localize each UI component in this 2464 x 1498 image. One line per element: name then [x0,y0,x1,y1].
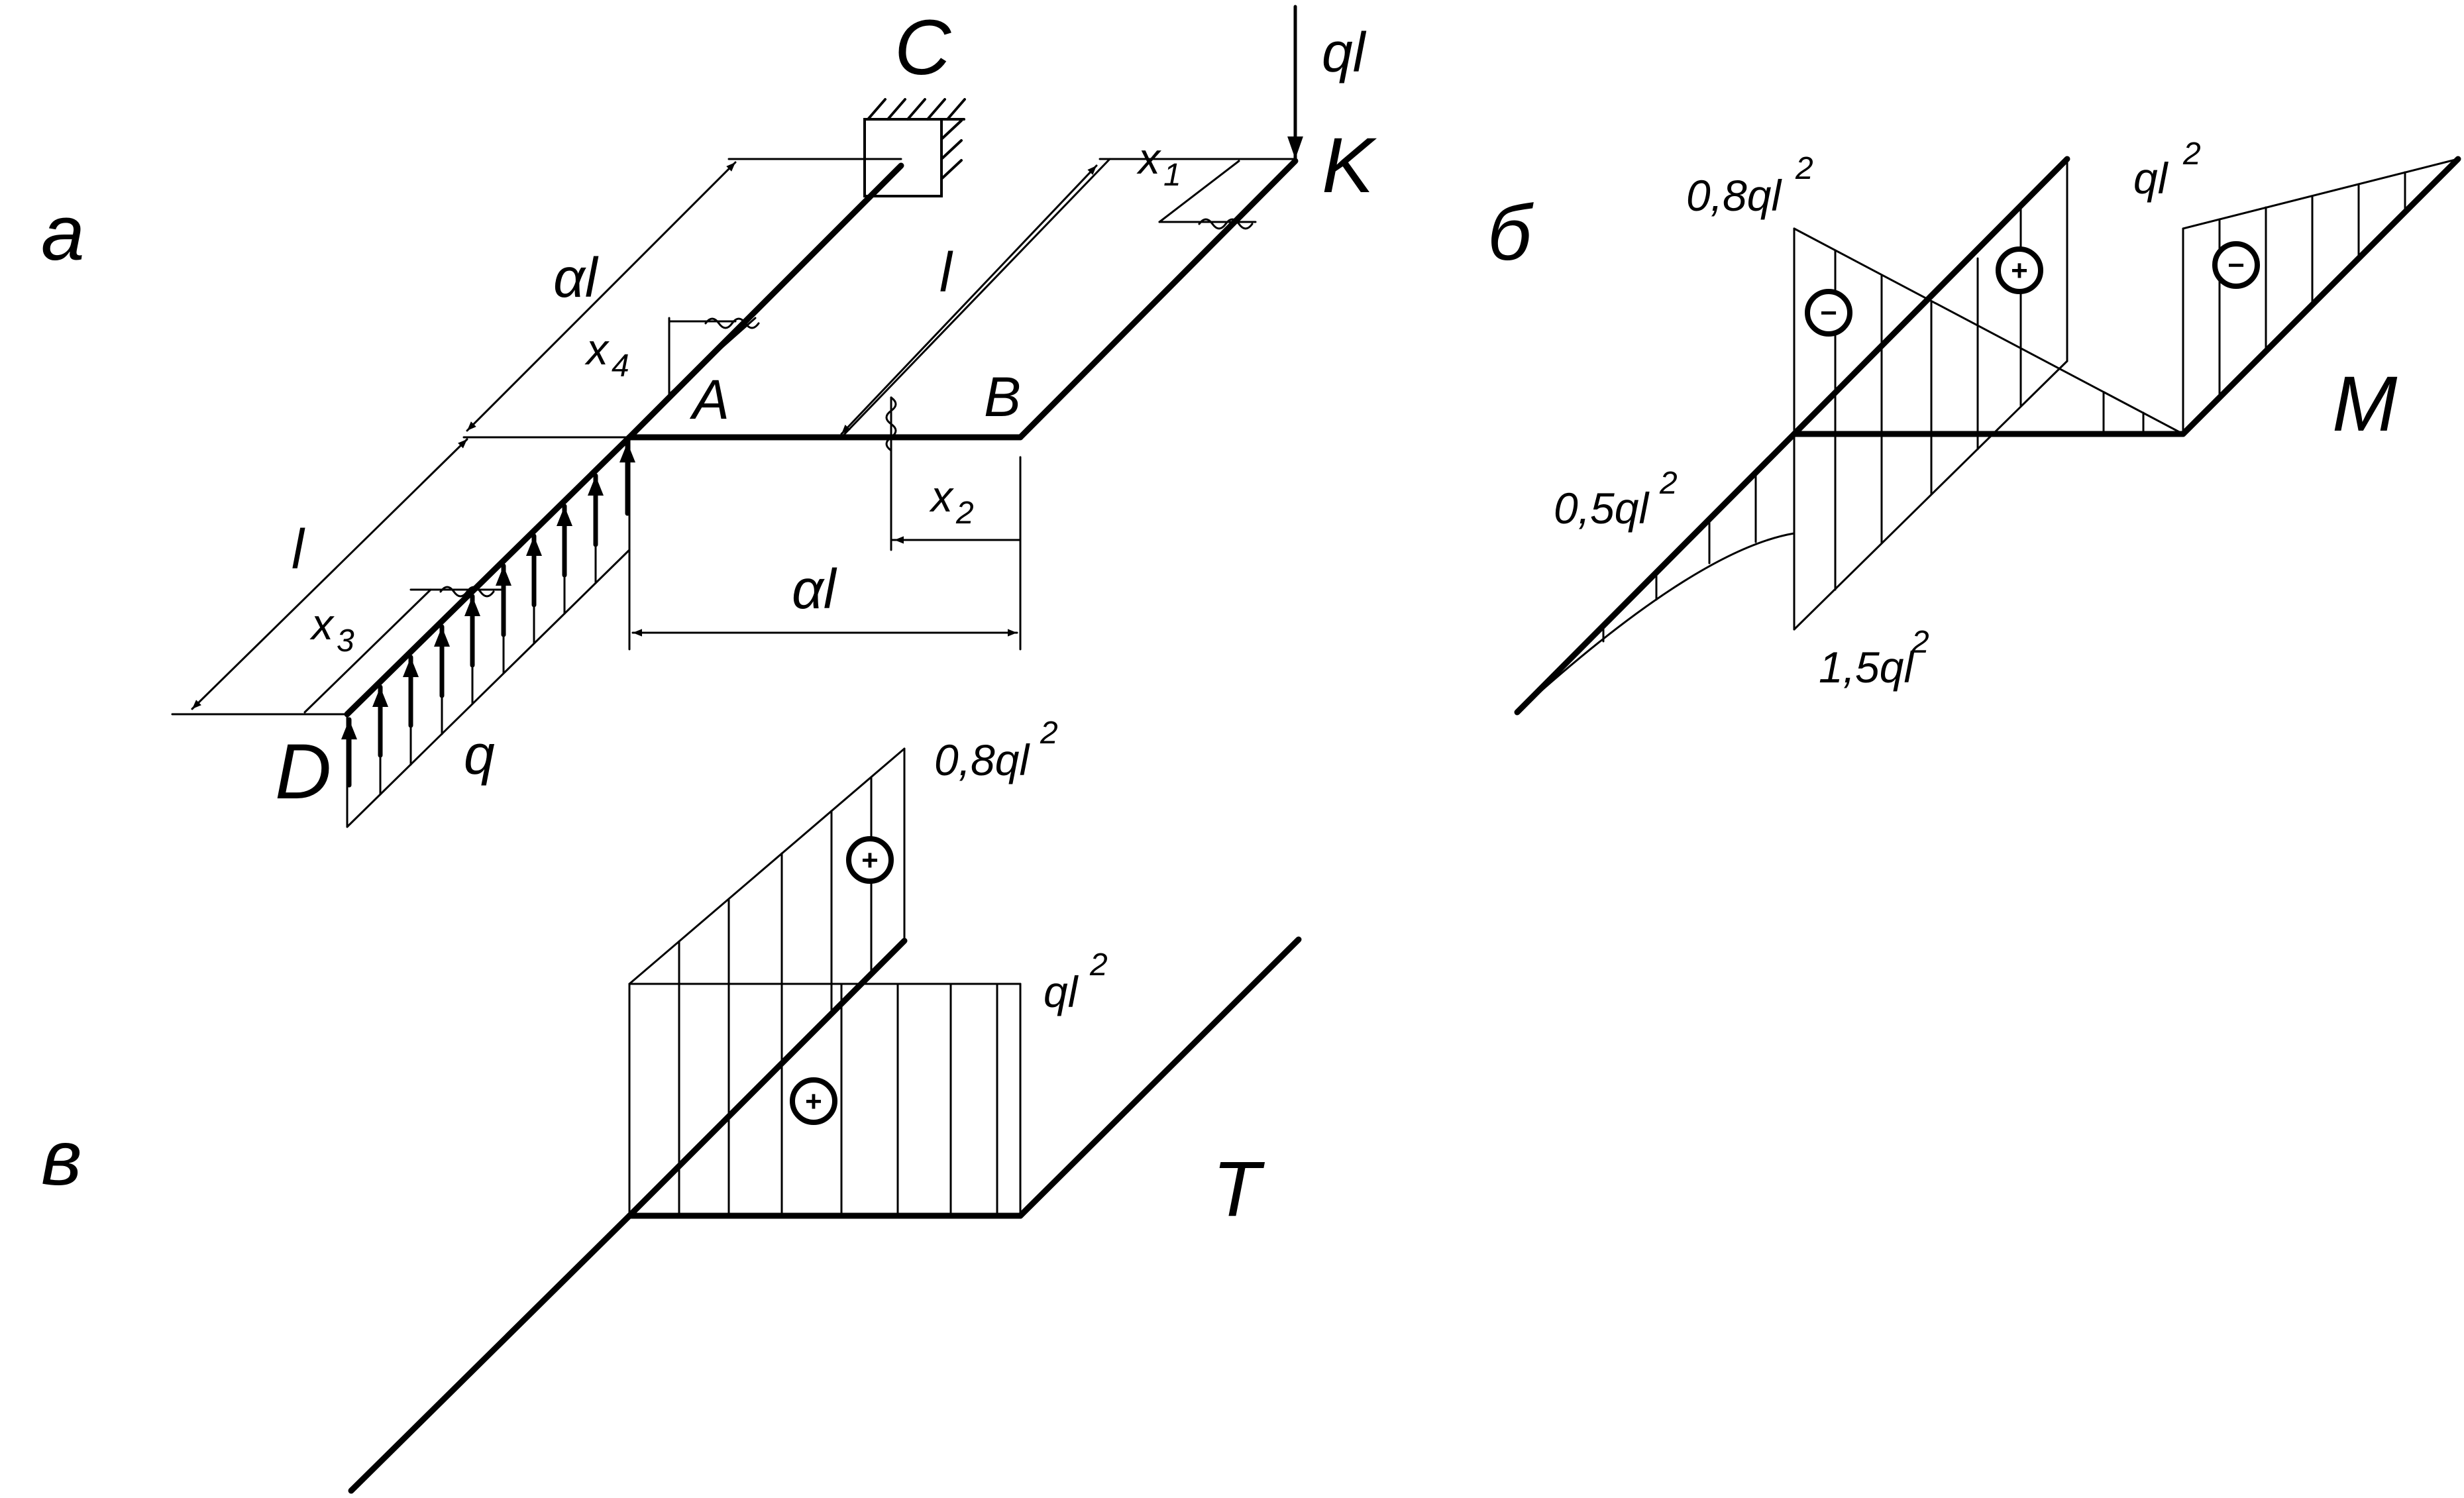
svg-text:ql: ql [1044,967,1079,1016]
value-bottom: 1,5ql 2 [1819,625,1929,692]
sign-circle-minus-1 [1805,289,1852,337]
sign-minus-2: − [2227,249,2245,282]
section-mark-x2 [885,396,897,452]
axis-B-K-v [1017,936,1302,1219]
svg-text:4: 4 [612,348,629,384]
value-mid-left: 0,5ql 2 [1554,466,1678,533]
value-top-left: 0,8ql 2 [1686,151,1813,220]
sign-circle-plus-v2 [790,1077,837,1125]
support-C-hatch [863,98,966,197]
panel-b-letter: б [1487,189,1534,277]
value-top-right: ql 2 [2133,136,2201,203]
svg-text:1: 1 [1163,158,1181,193]
svg-text:0,8ql: 0,8ql [934,735,1030,784]
distributed-load-arrows [341,440,635,788]
sign-circle-minus-2 [2212,241,2260,289]
panel-b-moment-diagram [1514,156,2461,716]
section-mark-x1 [1198,218,1254,230]
section-mark-x3 [439,586,495,598]
svg-text:0,8ql: 0,8ql [1686,171,1782,220]
point-C-label: C [894,4,951,91]
coord-x1-label: x 1 [1136,134,1181,193]
member-A-C [626,162,904,441]
value-T-right: ql 2 [1044,947,1108,1016]
svg-text:ql: ql [2133,154,2169,203]
svg-text:2: 2 [1659,466,1678,501]
load-q-label: q [464,723,495,786]
coord-x2-label: x 2 [929,472,974,531]
panel-a-frame [171,5,1303,828]
value-T-top: 0,8ql 2 [934,716,1058,784]
coord-x3-label: x 3 [309,600,354,659]
sign-plus-v2: + [805,1085,822,1118]
point-D-label: D [275,728,331,816]
dim-al-bottom-label: αl [792,558,837,620]
diagram-T-title: T [1212,1146,1265,1233]
svg-text:x: x [1136,134,1161,183]
member-D-A [344,434,633,718]
axis-B-K [2180,156,2461,437]
support-C-block [863,118,943,197]
point-K-label: K [1322,122,1377,209]
svg-text:2: 2 [1795,151,1813,186]
sign-circle-plus [1996,246,2043,294]
svg-text:2: 2 [1040,716,1058,751]
dim-l-right-label: l [939,241,953,303]
axis-A-C [1791,156,2070,437]
svg-text:x: x [309,600,335,649]
axis-D-A-v [348,1212,633,1494]
sign-plus-v1: + [861,844,879,877]
point-B-label: B [984,366,1021,428]
section-mark-x4 [704,317,760,329]
svg-text:1,5ql: 1,5ql [1819,643,1915,692]
svg-text:3: 3 [337,623,354,659]
dim-al-top-label: αl [553,246,599,309]
svg-text:x: x [929,472,954,521]
panel-a-letter: а [41,189,85,277]
svg-text:x: x [584,325,610,374]
point-A-label: A [689,368,729,431]
svg-text:2: 2 [955,496,974,531]
svg-text:2: 2 [1911,625,1929,660]
svg-text:0,5ql: 0,5ql [1554,484,1650,533]
panel-v-letter: в [41,1114,82,1202]
load-ql-label: ql [1322,21,1367,83]
coord-x4-label: x 4 [584,325,629,384]
sign-minus-1: − [1820,297,1837,329]
diagram-M-title: M [2332,360,2398,448]
sign-plus-1: + [2011,254,2028,287]
panel-v-torque-diagram [348,747,1302,1494]
dimension-lines [171,158,1297,716]
axis-A-C-v [626,937,908,1219]
sign-circle-plus-v1 [846,836,894,884]
svg-text:2: 2 [2182,136,2201,172]
dim-l-left-label: l [292,518,305,580]
svg-text:2: 2 [1089,947,1108,983]
